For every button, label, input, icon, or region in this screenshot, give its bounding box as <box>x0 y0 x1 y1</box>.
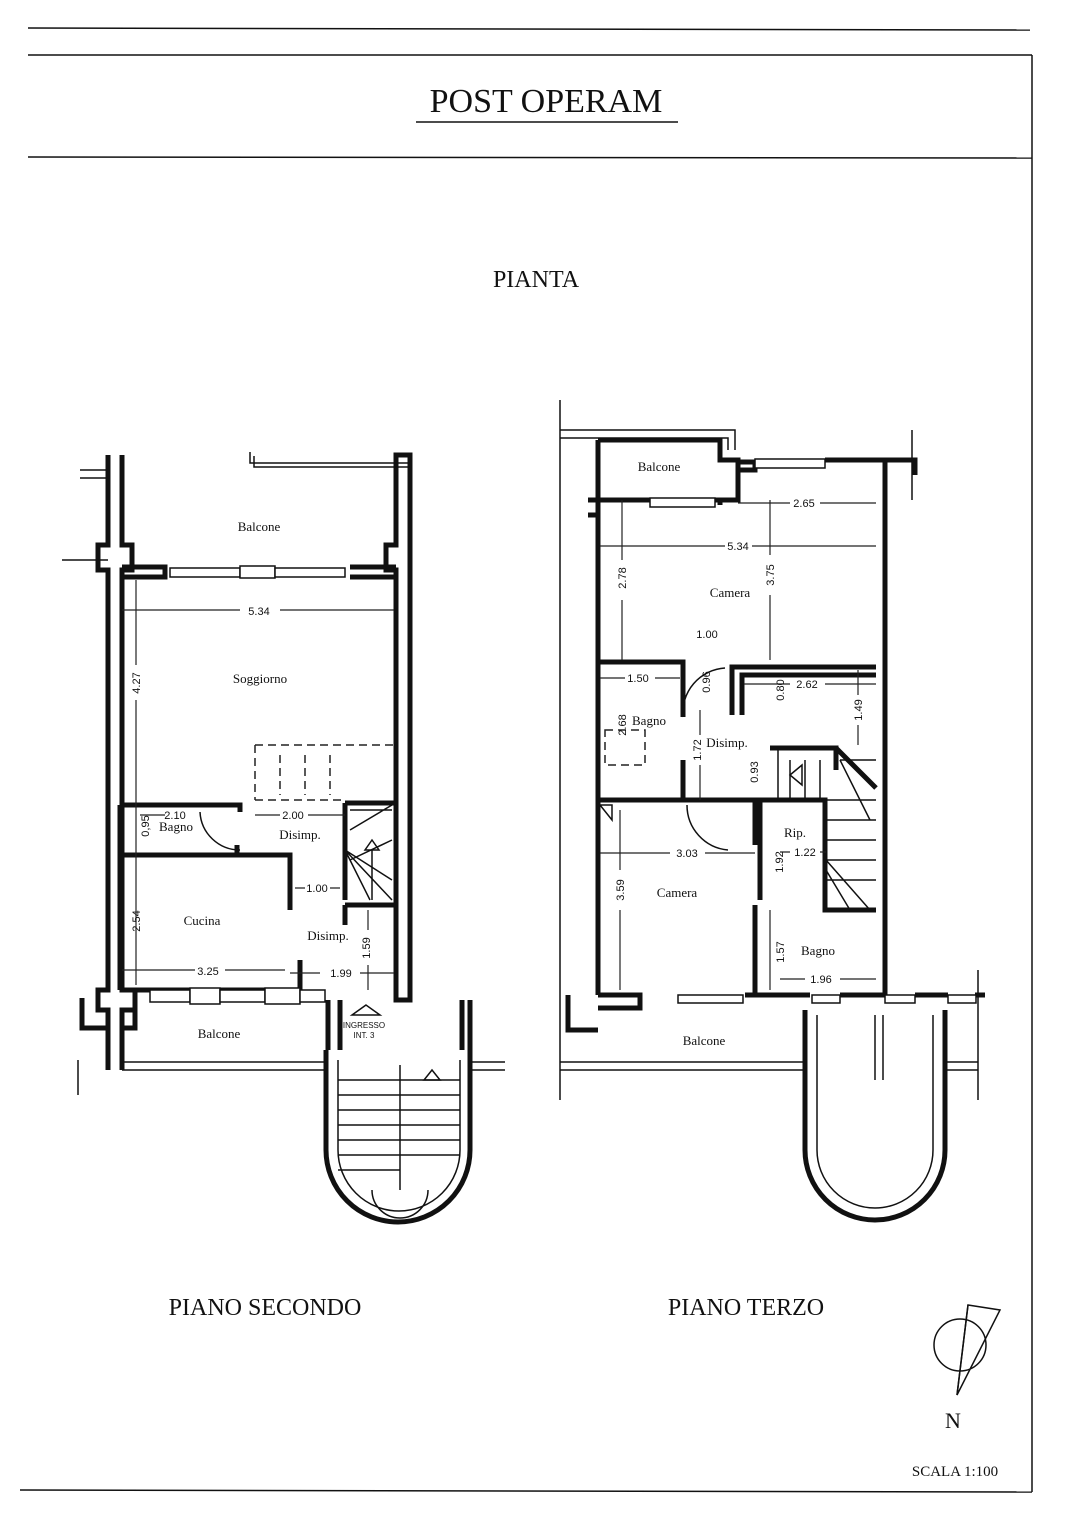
dimension-label: 3.25 <box>197 966 218 978</box>
room-label: Balcone <box>683 1033 726 1048</box>
room-label: Bagno <box>159 819 193 834</box>
plan-title: PIANO TERZO <box>668 1295 824 1321</box>
room-label: Bagno <box>632 713 666 728</box>
plan-piano-terzo <box>559 400 985 1223</box>
dimension-label: 1.22 <box>794 847 815 859</box>
dimension-label: 2.10 <box>164 810 185 822</box>
dimension-label: 2.78 <box>617 567 629 588</box>
plan-piano-terzo-labels: Balcone 2.65 5.34 2.78 Camera 3.75 1.00 … <box>615 459 865 1321</box>
dimension-label: 1.50 <box>627 673 648 685</box>
room-label: Balcone <box>238 519 281 534</box>
entrance-label: INT. 3 <box>354 1031 375 1040</box>
dimension-label: 0.96 <box>701 671 713 692</box>
north-label: N <box>945 1408 961 1433</box>
dimension-label: 1.49 <box>853 699 865 720</box>
room-label: Cucina <box>184 913 221 928</box>
dimension-label: 2.62 <box>796 679 817 691</box>
plan-piano-secondo <box>62 452 505 1225</box>
dimension-label: 0.80 <box>775 679 787 700</box>
room-label: Disimp. <box>706 735 748 750</box>
dimension-label: 3.59 <box>615 879 627 900</box>
dimension-label: 3.03 <box>676 848 697 860</box>
sheet-title: POST OPERAM <box>430 83 663 120</box>
dimension-label: 1.57 <box>775 941 787 962</box>
room-label: Balcone <box>198 1026 241 1041</box>
dimension-label: 0,95 <box>140 815 152 836</box>
dimension-label: 1.72 <box>692 739 704 760</box>
dimension-label: 0.93 <box>749 761 761 782</box>
room-label: Camera <box>710 585 751 600</box>
north-arrow-icon <box>933 1304 1002 1396</box>
plan-title: PIANO SECONDO <box>169 1295 362 1321</box>
room-label: Disimp. <box>279 827 321 842</box>
dimension-label: 1.99 <box>330 968 351 980</box>
room-label: Balcone <box>638 459 681 474</box>
sheet-subtitle: PIANTA <box>493 267 580 293</box>
dimension-label: 4.27 <box>131 672 143 693</box>
dimension-label: 5.34 <box>248 606 269 618</box>
dimension-label: 1.00 <box>306 883 327 895</box>
dimension-label: 2.68 <box>617 714 629 735</box>
dimension-label: 2.54 <box>131 910 143 931</box>
room-label: Disimp. <box>307 928 349 943</box>
dimension-label: 3.75 <box>765 564 777 585</box>
dimension-label: 1.59 <box>361 937 373 958</box>
plan-piano-secondo-labels: Balcone 5.34 Soggiorno 4.27 2.10 Bagno 0… <box>131 519 385 1321</box>
dimension-label: 1.96 <box>810 974 831 986</box>
dimension-label: 1.92 <box>774 851 786 872</box>
sheet-frame <box>19 27 1033 1493</box>
room-label: Soggiorno <box>233 671 287 686</box>
dimension-label: 2.00 <box>282 810 303 822</box>
room-label: Rip. <box>784 825 806 840</box>
room-label: Bagno <box>801 943 835 958</box>
entrance-label: INGRESSO <box>343 1021 385 1030</box>
room-label: Camera <box>657 885 698 900</box>
dimension-label: 1.00 <box>696 629 717 641</box>
scale-label: SCALA 1:100 <box>912 1464 998 1480</box>
dimension-label: 5.34 <box>727 541 748 553</box>
dimension-label: 2.65 <box>793 498 814 510</box>
